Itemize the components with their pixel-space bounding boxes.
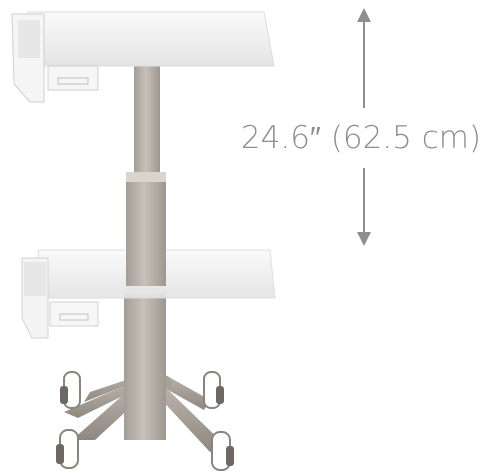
caster-wheel bbox=[56, 429, 79, 469]
lower-column bbox=[124, 284, 166, 440]
caster-wheel bbox=[203, 371, 224, 409]
upper-shelf bbox=[11, 11, 275, 103]
height-dimension-arrow bbox=[357, 8, 371, 246]
height-range-label: 24.6″ (62.5 cm) bbox=[240, 120, 482, 156]
caster-wheel bbox=[211, 431, 234, 471]
caster-wheel bbox=[60, 371, 81, 409]
upper-column bbox=[126, 62, 166, 286]
